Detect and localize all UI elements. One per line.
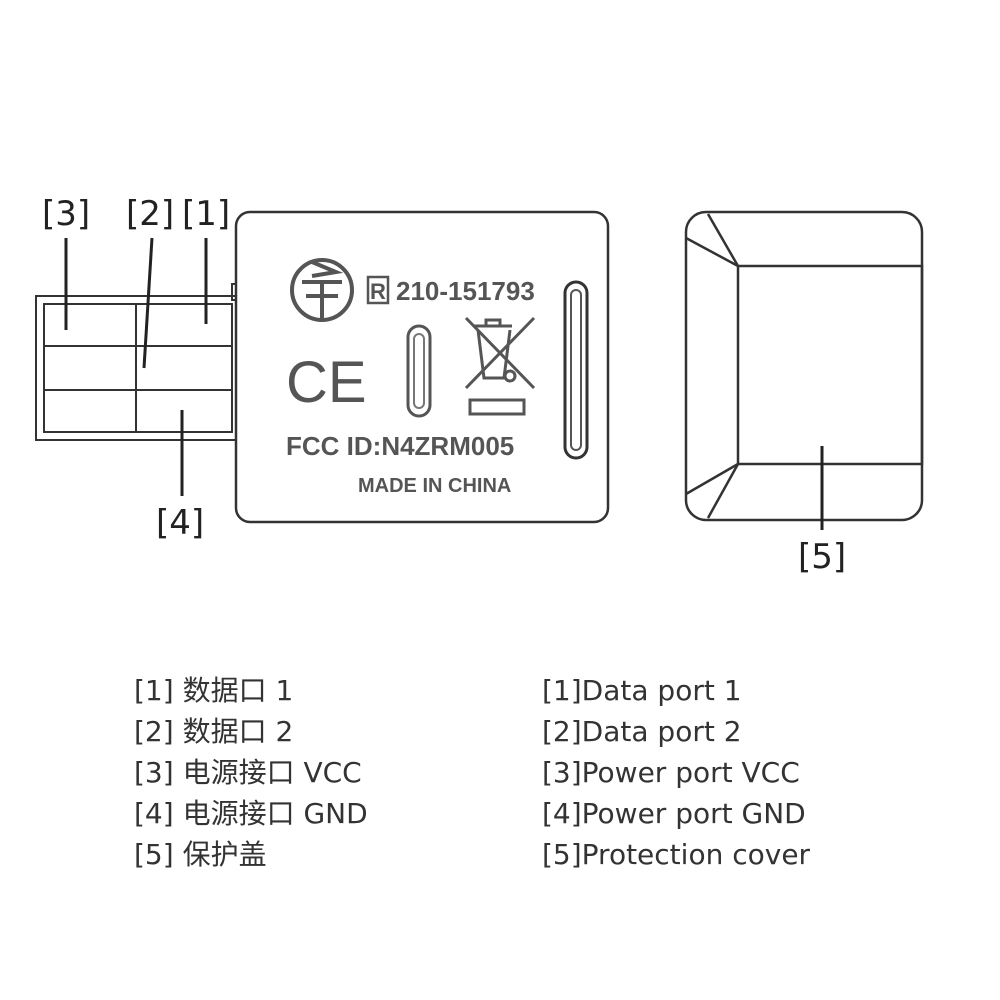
legend-en-item: [5]Protection cover — [542, 838, 811, 871]
legend-cn-item: [4] 电源接口 GND — [134, 797, 368, 830]
legend-chinese: [1] 数据口 1 [2] 数据口 2 [3] 电源接口 VCC [4] 电源接… — [134, 674, 368, 871]
device-body: R 210-151793 CE FCC ID:N4ZRM005 MADE IN … — [234, 210, 610, 524]
callout-3: [3] — [42, 194, 90, 234]
callout-1: [1] — [182, 194, 230, 234]
cert-number: 210-151793 — [396, 276, 535, 306]
callout-2: [2] — [126, 194, 174, 234]
legend-en-item: [3]Power port VCC — [542, 756, 800, 789]
legend-cn-item: [5] 保护盖 — [134, 838, 267, 871]
legend-cn-item: [2] 数据口 2 — [134, 715, 293, 748]
legend-english: [1]Data port 1 [2]Data port 2 [3]Power p… — [542, 674, 811, 871]
origin-text: MADE IN CHINA — [358, 475, 511, 497]
protection-cover — [684, 210, 924, 522]
weee-bin-icon — [464, 316, 536, 390]
legend-en-item: [4]Power port GND — [542, 797, 806, 830]
legend-cn-item: [1] 数据口 1 — [134, 674, 293, 707]
callout-5: [5] — [798, 537, 846, 577]
weee-bar — [468, 398, 526, 416]
leader-2 — [142, 237, 154, 369]
connector-inner-outline — [43, 303, 233, 433]
r-mark-box — [366, 275, 390, 305]
legend-en-item: [1]Data port 1 — [542, 674, 742, 707]
side-slot — [563, 280, 589, 460]
mic-cert-icon — [290, 258, 354, 322]
cover-inner-face — [736, 264, 924, 466]
fcc-id: FCC ID:N4ZRM005 — [286, 431, 514, 461]
legend-cn-item: [3] 电源接口 VCC — [134, 756, 362, 789]
ce-mark: CE — [286, 350, 367, 415]
device-body-outline — [234, 210, 610, 524]
callout-4: [4] — [156, 503, 204, 543]
callout-leaders — [64, 237, 824, 530]
legend-en-item: [2]Data port 2 — [542, 715, 742, 748]
led-slot — [406, 324, 432, 418]
r-mark: R — [370, 279, 386, 304]
